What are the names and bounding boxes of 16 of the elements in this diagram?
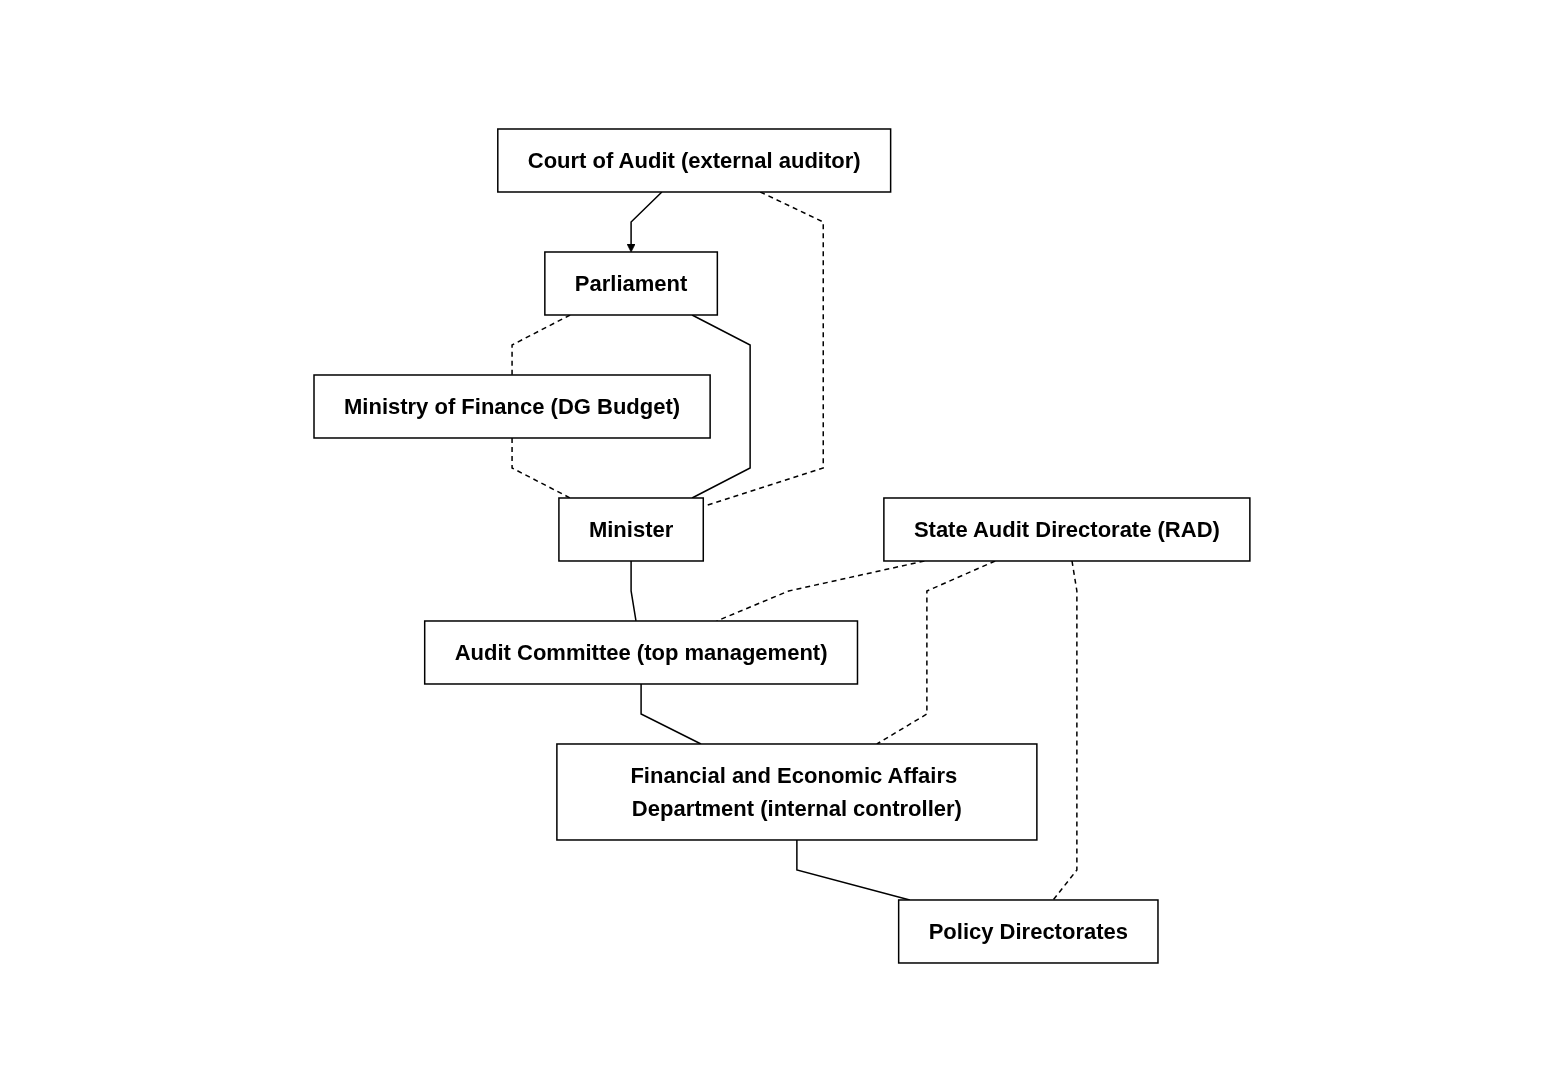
node-box: Policy Directorates [897,898,1159,964]
connector [640,682,702,745]
connector [691,313,751,499]
node-box: Minister [558,496,705,562]
node-box: Audit Committee (top management) [424,619,859,685]
node-box: Court of Audit (external auditor) [497,127,892,193]
node-box: Financial and Economic Affairs Department (internal controller) [556,742,1038,841]
arrow [626,190,663,252]
connector [511,436,571,499]
connector [511,313,571,376]
node-box: Ministry of Finance (DG Budget) [313,373,711,439]
connector [1052,559,1078,901]
connector [876,559,996,745]
node-box: Parliament [544,250,719,316]
node-box: State Audit Directorate (RAD) [883,496,1251,562]
connector [630,559,637,622]
